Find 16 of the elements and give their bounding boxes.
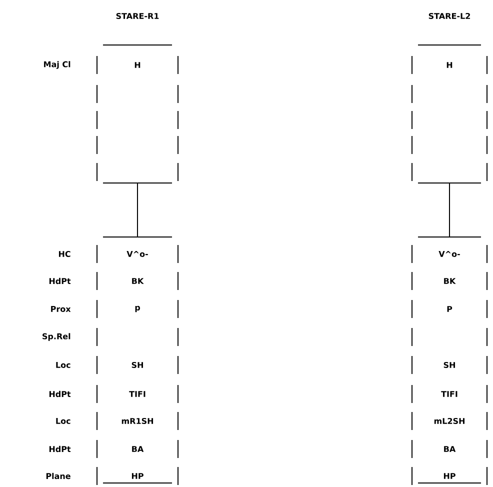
connector-line xyxy=(449,182,450,238)
class-box: STARE-R1 H xyxy=(96,12,178,184)
class-box: STARE-L2 H xyxy=(412,12,488,184)
row-label: Plane xyxy=(46,472,70,480)
row-label: HdPt xyxy=(49,446,71,452)
row-label: Maj Cl xyxy=(44,61,70,69)
row-label: HC xyxy=(58,250,70,258)
row-label: Prox xyxy=(51,306,71,312)
row-label: Loc xyxy=(56,418,70,424)
row-label: Sp.Rel xyxy=(42,333,70,341)
attribute-box: V^o- BK P SH TIFI mL2SH BA HP xyxy=(412,236,488,486)
attribute-box: V^o- BK p SH TIFI mR1SH BA HP xyxy=(96,236,178,486)
connector-line xyxy=(137,182,138,238)
row-label: Loc xyxy=(56,362,70,368)
row-label: HdPt xyxy=(49,278,71,284)
row-label: HdPt xyxy=(49,390,71,398)
